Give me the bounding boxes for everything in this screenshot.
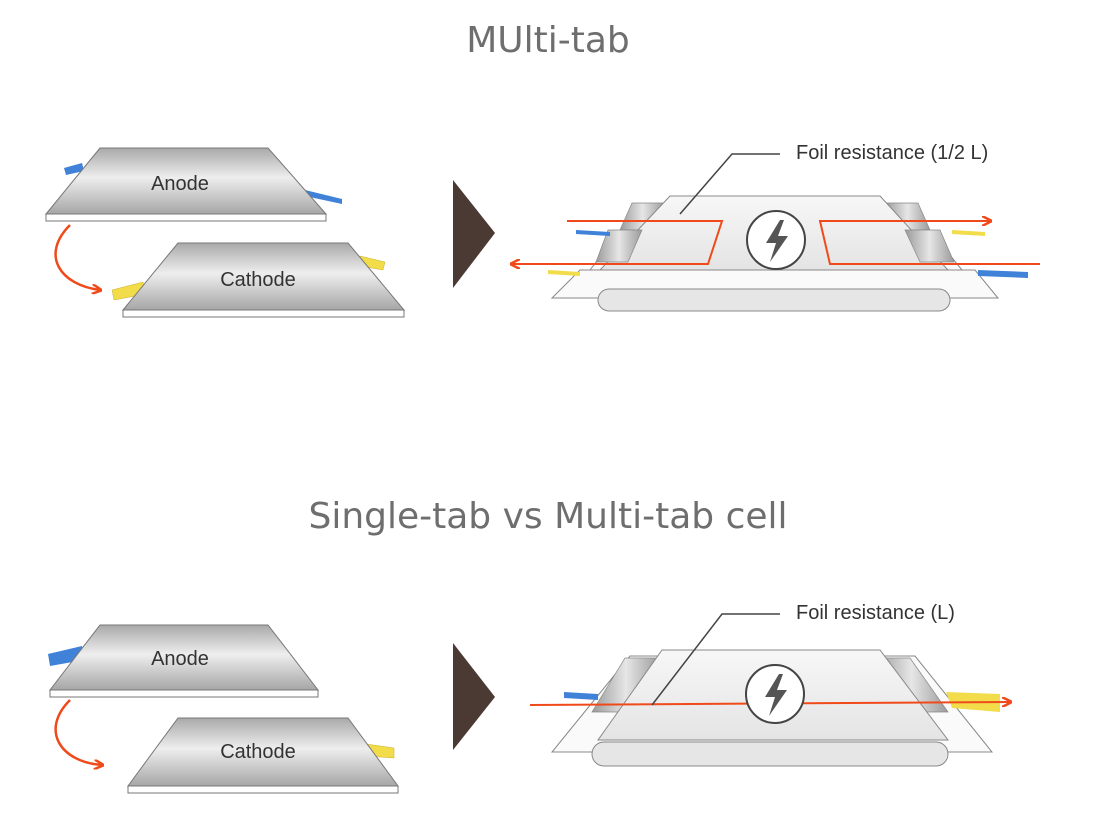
bottom-foil-resistance-label: Foil resistance (L) xyxy=(796,602,955,624)
bottom-curved-arrow-icon xyxy=(54,699,102,765)
bottom-section-title: Single-tab vs Multi-tab cell xyxy=(308,496,788,537)
top-anode-label: Anode xyxy=(151,173,209,195)
top-play-triangle-icon xyxy=(453,180,495,288)
multi-tab-cell: Foil resistance (1/2 L) xyxy=(512,142,1040,312)
single-tab-cell: Foil resistance (L) xyxy=(529,602,1010,767)
top-cathode-plate: Cathode xyxy=(111,242,406,318)
bottom-callout-line xyxy=(651,613,780,706)
bottom-lightning-bolt-icon xyxy=(745,664,805,724)
bottom-play-triangle-icon xyxy=(453,643,495,750)
anode-tab-left xyxy=(64,163,84,175)
bottom-cathode-plate: Cathode xyxy=(127,717,399,794)
top-anode-plate: Anode xyxy=(44,147,342,222)
current-path-left-arrow xyxy=(512,220,724,264)
bottom-electrode-pair: Anode Cathode xyxy=(48,624,399,794)
bottom-anode-label: Anode xyxy=(151,648,209,670)
top-cathode-label: Cathode xyxy=(220,269,296,291)
top-foil-resistance-label: Foil resistance (1/2 L) xyxy=(796,142,988,164)
top-section-title: MUlti-tab xyxy=(466,20,630,61)
top-lightning-bolt-icon xyxy=(746,210,806,270)
current-path-right-arrow xyxy=(818,221,1040,265)
top-curved-arrow-icon xyxy=(54,224,100,290)
bottom-cathode-label: Cathode xyxy=(220,741,296,763)
top-electrode-pair: Anode Cathode xyxy=(44,147,406,318)
top-callout-line xyxy=(679,153,780,215)
anode-tab-right xyxy=(305,190,342,204)
bottom-anode-plate: Anode xyxy=(48,624,320,698)
